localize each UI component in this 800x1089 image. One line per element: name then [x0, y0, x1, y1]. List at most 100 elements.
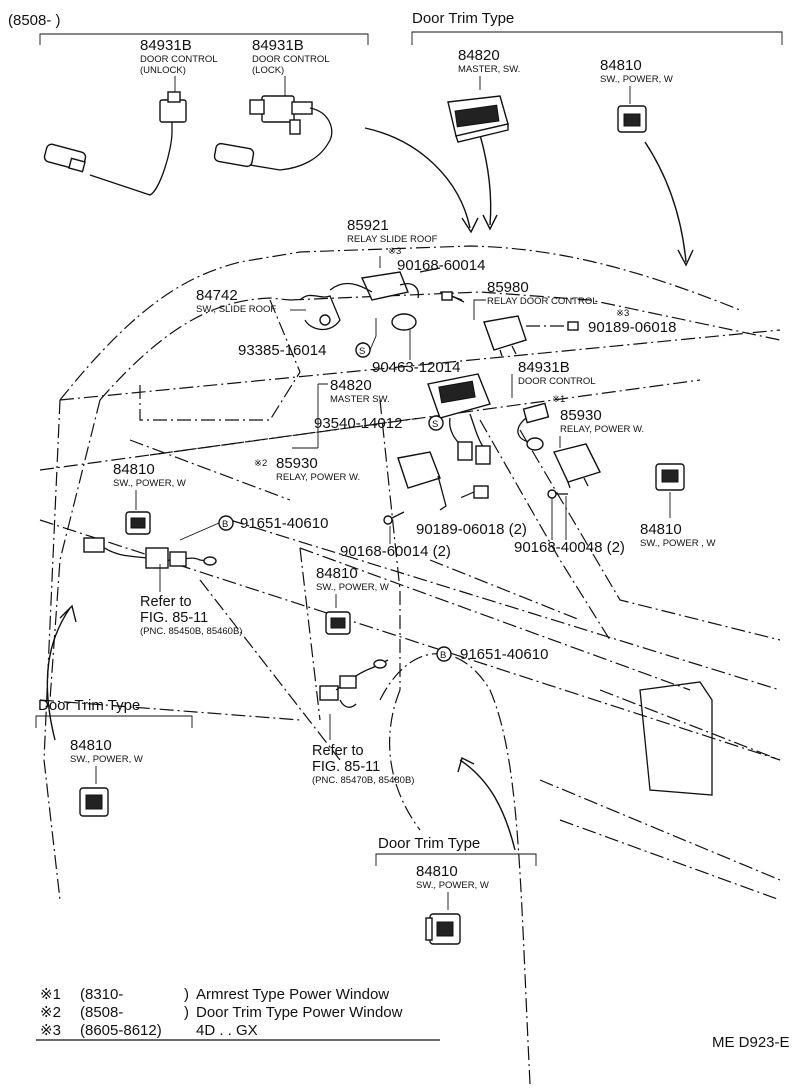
mark-84931b-mid: ※1 [552, 394, 565, 405]
door-control-unlock-icon [43, 91, 187, 196]
refer1-line2: FIG. 85-11 [140, 610, 208, 626]
power-window-right-group: 84810 SW., POWER , W [640, 463, 716, 549]
part-name-84810-door-left: SW., POWER, W [70, 754, 143, 765]
part-name-84810-center: SW., POWER, W [316, 582, 389, 593]
relay-door-control-group: 85980 RELAY DOOR CONTROL ※3 90189-06018 [473, 279, 676, 357]
slide-roof-relay-icon [299, 271, 420, 331]
note1-range: (8310- [80, 986, 123, 1003]
part-number-84931b-lock: 84931B [252, 37, 304, 54]
symbol-b-icon-2 [436, 646, 452, 662]
power-window-switch-door-bottom-icon [425, 913, 461, 945]
range-label: (8508- ) [8, 12, 61, 29]
door-control-relay-icon [483, 315, 527, 357]
note1-close: ) [184, 986, 189, 1003]
part-number-90168-60014-b: 90168-60014 (2) [340, 543, 451, 560]
symbol-s-93385: S [359, 346, 365, 357]
part-number-90463-12014: 90463-12014 [372, 359, 460, 376]
bolt-right-icon [547, 489, 568, 499]
note2-close: ) [184, 1004, 189, 1021]
power-window-switch-right-icon [655, 463, 685, 491]
symbol-s-93540: S [432, 419, 438, 430]
relay-power-right-icon [553, 443, 601, 489]
part-number-84810-left: 84810 [113, 461, 155, 478]
part-name-85921: RELAY SLIDE ROOF [347, 234, 438, 245]
power-window-switch-top-icon [617, 105, 647, 133]
part-name-84810-right: SW., POWER , W [640, 538, 716, 549]
part-number-85980: 85980 [487, 279, 529, 296]
fasteners-center-group: 90189-06018 (2) 90168-40048 (2) 90168-60… [340, 511, 625, 560]
part-number-90168-60014: 90168-60014 [397, 257, 485, 274]
relay-power-right-group: 85930 RELAY, POWER W. [547, 407, 644, 540]
screw-icon [419, 267, 465, 303]
master-switch-mid-group: 84931B DOOR CONTROL ※1 84820 MASTER SW. … [292, 359, 596, 465]
part-name-84931b-lock-2: (LOCK) [252, 65, 284, 76]
part-number-93540-14012: 93540-14012 [314, 415, 402, 432]
power-window-switch-left-icon [83, 511, 217, 569]
part-name-84931b-mid: DOOR CONTROL [518, 376, 596, 387]
symbol-s-icon-2 [428, 415, 444, 431]
part-number-85930-left: 85930 [276, 455, 318, 472]
door-trim-title-bottom: Door Trim Type [378, 835, 480, 852]
power-window-left-group: 84810 SW., POWER, W B 91651-40610 [83, 461, 328, 569]
symbol-b-91651-a: B [222, 519, 228, 530]
part-number-90189-06018-a: 90189-06018 [588, 319, 676, 336]
part-name-85930-right: RELAY, POWER W. [560, 424, 644, 435]
door-control-mid-icon [517, 402, 550, 451]
mark-85930-left: ※2 [254, 458, 267, 469]
part-number-84810-center: 84810 [316, 565, 358, 582]
part-number-93385-16014: 93385-16014 [238, 342, 326, 359]
footnotes: ※1 (8310- ) Armrest Type Power Window ※2… [36, 986, 790, 1051]
part-number-84931b-unlock: 84931B [140, 37, 192, 54]
note2-mark: ※2 [40, 1004, 61, 1021]
door-trim-title-top: Door Trim Type [412, 10, 514, 27]
refer1-line1: Refer to [140, 594, 192, 610]
part-name-84810-top: SW., POWER, W [600, 74, 673, 85]
part-name-84931b-lock-1: DOOR CONTROL [252, 54, 330, 65]
bolt-icon [567, 321, 579, 331]
diagram-code: ME D923-E [712, 1034, 790, 1051]
note3-range: (8605-8612) [80, 1022, 162, 1039]
power-window-switch-door-left-icon [79, 787, 109, 817]
mark-85980: ※3 [616, 308, 629, 319]
clip-icon [391, 313, 417, 331]
relay-power-left-icon [397, 451, 447, 511]
part-number-84820-top: 84820 [458, 47, 500, 64]
screw-center-icon [383, 511, 405, 525]
refer2-line2: FIG. 85-11 [312, 759, 380, 775]
note2-range: (8508- [80, 1004, 123, 1021]
master-switch-mid-icon [427, 373, 491, 465]
note2-text: Door Trim Type Power Window [196, 1004, 403, 1021]
power-window-center-group: 84810 SW., POWER, W B 91651-40610 [316, 565, 548, 708]
part-name-84810-door-bottom: SW., POWER, W [416, 880, 489, 891]
part-number-84810-door-bottom: 84810 [416, 863, 458, 880]
part-number-90168-40048: 90168-40048 (2) [514, 539, 625, 556]
bolt-left-icon [459, 485, 489, 499]
part-name-84810-left: SW., POWER, W [113, 478, 186, 489]
refer2-line1: Refer to [312, 743, 364, 759]
note1-mark: ※1 [40, 986, 61, 1003]
note1-text: Armrest Type Power Window [196, 986, 389, 1003]
part-name-84931b-unlock-2: (UNLOCK) [140, 65, 186, 76]
assembly-arrows [46, 127, 694, 851]
part-number-91651-40610-a: 91651-40610 [240, 515, 328, 532]
refer2-line3: (PNC. 85470B, 85480B) [312, 775, 414, 786]
part-number-84820-mid: 84820 [330, 377, 372, 394]
note3-mark: ※3 [40, 1022, 61, 1039]
door-trim-top-group: Door Trim Type 84820 MASTER, SW. 84810 S… [411, 10, 783, 143]
switch-harness-icon [319, 659, 389, 708]
slide-roof-group: 85921 RELAY SLIDE ROOF ※3 90168-60014 84… [196, 217, 485, 376]
power-window-switch-center-icon [325, 611, 351, 635]
part-number-84810-top: 84810 [600, 57, 642, 74]
master-switch-icon [447, 95, 509, 143]
part-name-84742: SW., SLIDE ROOF [196, 304, 276, 315]
part-number-85921: 85921 [347, 217, 389, 234]
part-number-90189-06018-b: 90189-06018 (2) [416, 521, 527, 538]
refer1-line3: (PNC. 85450B, 85460B) [140, 626, 242, 637]
symbol-b-91651-b: B [440, 650, 446, 661]
part-name-84820-top: MASTER, SW. [458, 64, 520, 75]
part-name-85930-left: RELAY, POWER W. [276, 472, 360, 483]
top-left-group: (8508- ) 84931B DOOR CONTROL (UNLOCK) 84… [8, 12, 369, 196]
part-number-84931b-mid: 84931B [518, 359, 570, 376]
